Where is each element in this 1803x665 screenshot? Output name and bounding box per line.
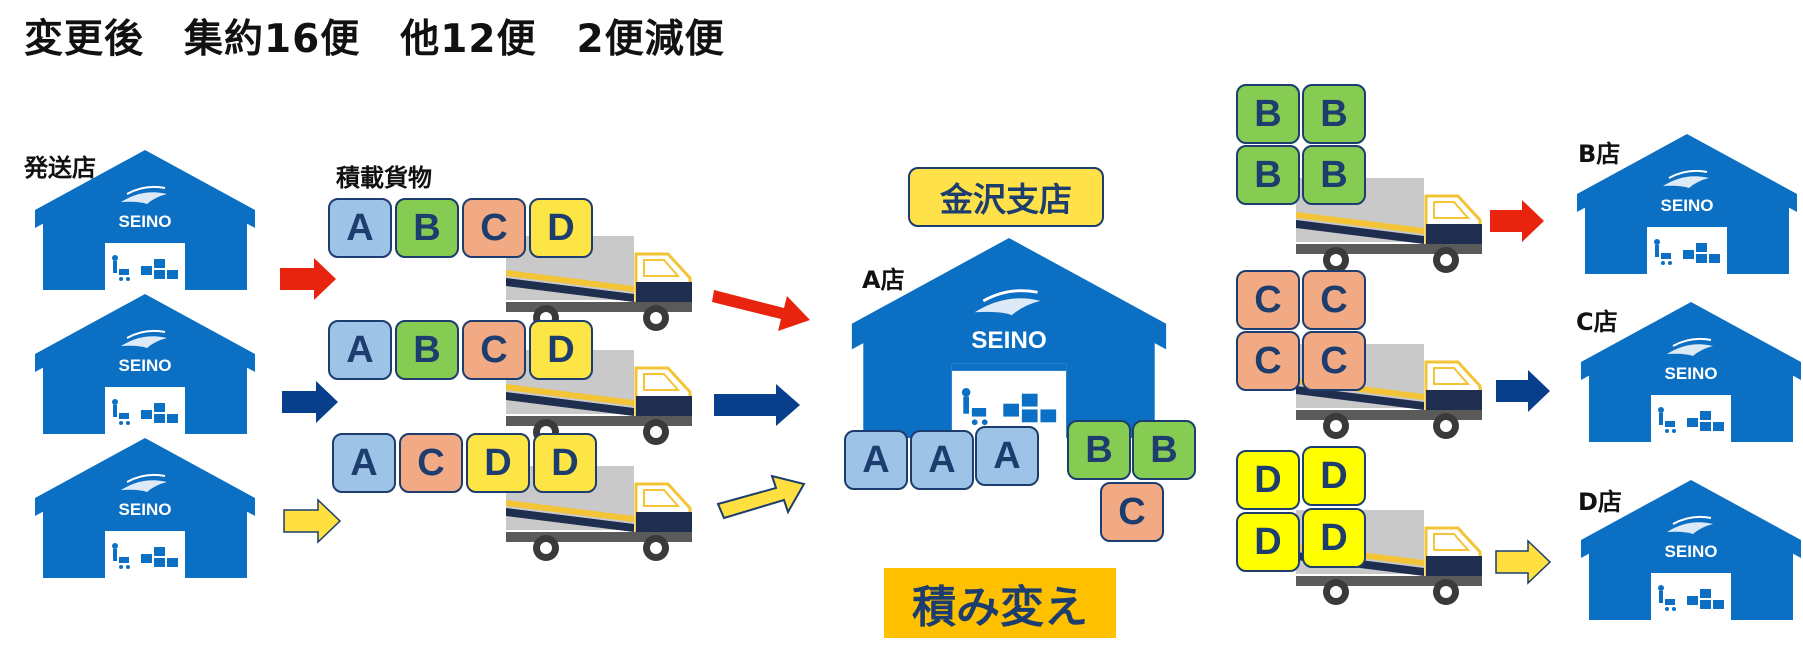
dest-c-label: C店 xyxy=(1576,308,1618,336)
branch-label: 金沢支店 xyxy=(908,167,1104,227)
red-diagonal-arrow-icon xyxy=(712,290,810,331)
cargo-box-b: B xyxy=(1236,145,1300,205)
yellow-arrow-icon xyxy=(1495,539,1552,585)
red-arrow-icon xyxy=(280,258,336,300)
cargo-box-b: B xyxy=(1302,145,1366,205)
dest-d-label: D店 xyxy=(1578,488,1622,516)
cargo-box-b: B xyxy=(395,198,459,258)
dest-warehouse-icon-d xyxy=(1580,480,1802,620)
cargo-box-c: C xyxy=(462,198,526,258)
cargo-box-a: A xyxy=(975,426,1039,486)
blue-arrow-icon xyxy=(282,381,338,423)
cargo-box-a: A xyxy=(844,430,908,490)
dest-warehouse-icon-b xyxy=(1576,134,1798,274)
cargo-box-d: D xyxy=(529,198,593,258)
cargo-box-c: C xyxy=(1236,331,1300,391)
blue-arrow-icon xyxy=(714,384,800,426)
origin-warehouse-icon-3 xyxy=(34,438,256,578)
cargo-box-d: D xyxy=(1236,512,1300,572)
origin-warehouse-icon-2 xyxy=(34,294,256,434)
cargo-box-b: B xyxy=(1067,420,1131,480)
blue-arrow-icon xyxy=(1496,370,1550,412)
cargo-box-a: A xyxy=(328,320,392,380)
cargo-box-c: C xyxy=(1302,270,1366,330)
cargo-box-b: B xyxy=(395,320,459,380)
reload-label: 積み変え xyxy=(884,568,1116,638)
cargo-box-c: C xyxy=(399,433,463,493)
cargo-box-d: D xyxy=(1302,508,1366,568)
hub-warehouse-icon xyxy=(850,238,1168,438)
cargo-box-d: D xyxy=(533,433,597,493)
red-arrow-icon xyxy=(1490,200,1544,242)
yellow-arrow-icon xyxy=(283,498,342,544)
cargo-box-c: C xyxy=(1100,482,1164,542)
page-title: 変更後 集約16便 他12便 2便減便 xyxy=(24,17,725,62)
cargo-box-a: A xyxy=(910,430,974,490)
dest-warehouse-icon-c xyxy=(1580,302,1802,442)
cargo-box-b: B xyxy=(1302,84,1366,144)
cargo-box-b: B xyxy=(1236,84,1300,144)
hub-store-label: A店 xyxy=(862,266,905,294)
cargo-box-c: C xyxy=(1302,331,1366,391)
dest-b-label: B店 xyxy=(1578,140,1621,168)
cargo-box-d: D xyxy=(466,433,530,493)
sending-store-label: 発送店 xyxy=(24,154,96,182)
cargo-box-b: B xyxy=(1132,420,1196,480)
cargo-box-c: C xyxy=(1236,270,1300,330)
cargo-box-d: D xyxy=(1236,450,1300,510)
cargo-box-d: D xyxy=(529,320,593,380)
cargo-box-a: A xyxy=(332,433,396,493)
cargo-box-a: A xyxy=(328,198,392,258)
loaded-cargo-label: 積載貨物 xyxy=(336,164,432,192)
cargo-box-c: C xyxy=(462,320,526,380)
yellow-diagonal-arrow-icon xyxy=(716,474,806,520)
cargo-box-d: D xyxy=(1302,446,1366,506)
origin-warehouse-icon-1 xyxy=(34,150,256,290)
